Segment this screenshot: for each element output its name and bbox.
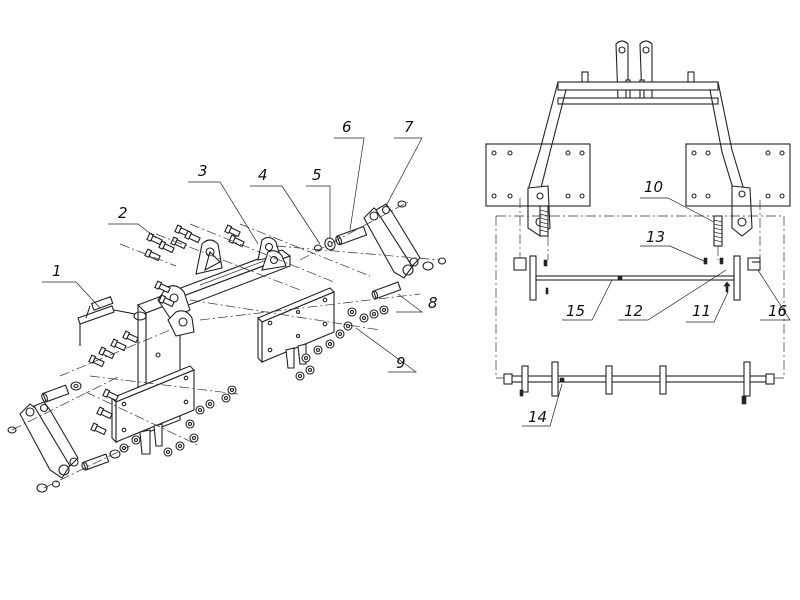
frame-right-arm <box>709 81 753 237</box>
right-arm-part <box>363 203 421 279</box>
shaft-15 <box>529 255 741 301</box>
nuts <box>119 305 389 457</box>
callout-3: 3 <box>198 162 208 180</box>
frame-right-plate <box>685 143 791 207</box>
callout-16: 16 <box>768 302 787 320</box>
right-plate <box>257 287 335 369</box>
callout-6: 6 <box>342 118 352 136</box>
callout-14: 14 <box>528 408 547 426</box>
assembly-outline <box>495 198 785 379</box>
small-parts <box>513 257 761 295</box>
callout-leaders <box>42 137 791 427</box>
callout-11: 11 <box>692 302 711 320</box>
callout-9: 9 <box>396 354 406 372</box>
callout-15: 15 <box>566 302 585 320</box>
right-frame-view <box>485 40 791 405</box>
callout-8: 8 <box>428 294 438 312</box>
callout-5: 5 <box>312 166 322 184</box>
callout-10: 10 <box>644 178 663 196</box>
exploded-axis-lines <box>11 201 441 489</box>
top-crossbar <box>557 71 719 105</box>
top-hitch-lugs <box>615 40 653 101</box>
left-arm-part <box>19 401 79 479</box>
callout-labels: 1 2 3 4 5 6 7 8 9 10 11 12 13 14 15 16 <box>52 118 787 426</box>
callout-2: 2 <box>118 204 128 222</box>
callout-4: 4 <box>258 166 268 184</box>
shaft-14 <box>503 361 775 405</box>
upper-ears <box>195 236 287 275</box>
frame-left-plate <box>485 143 591 207</box>
top-link-part <box>77 296 147 346</box>
callout-13: 13 <box>646 228 665 246</box>
left-exploded-view <box>7 200 447 493</box>
callout-12: 12 <box>624 302 643 320</box>
callout-1: 1 <box>52 262 62 280</box>
callout-7: 7 <box>404 118 414 136</box>
